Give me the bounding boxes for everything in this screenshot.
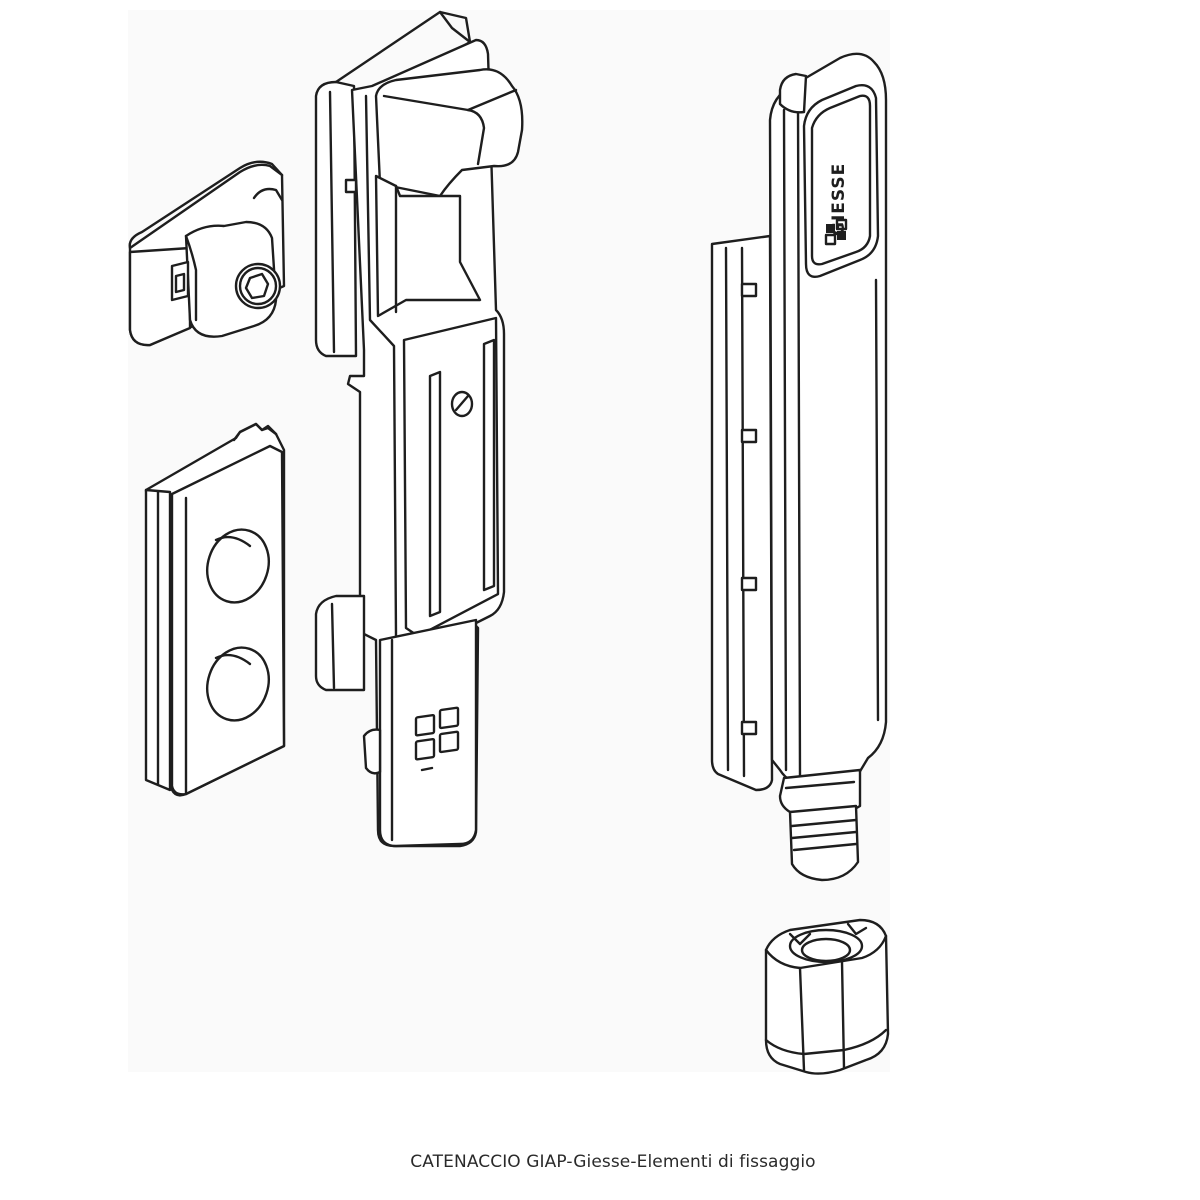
figure-caption: CATENACCIO GIAP-Giesse-Elementi di fissa… [410, 1152, 816, 1172]
flush-bolt-icon: GIESSE [710, 52, 888, 882]
mounting-plate-icon [144, 422, 286, 797]
bolt-keeper-icon [314, 10, 524, 848]
bolt-cap-icon [764, 918, 890, 1075]
brand-logo-text: GIESSE [829, 163, 849, 236]
screw-block-icon [128, 160, 286, 347]
